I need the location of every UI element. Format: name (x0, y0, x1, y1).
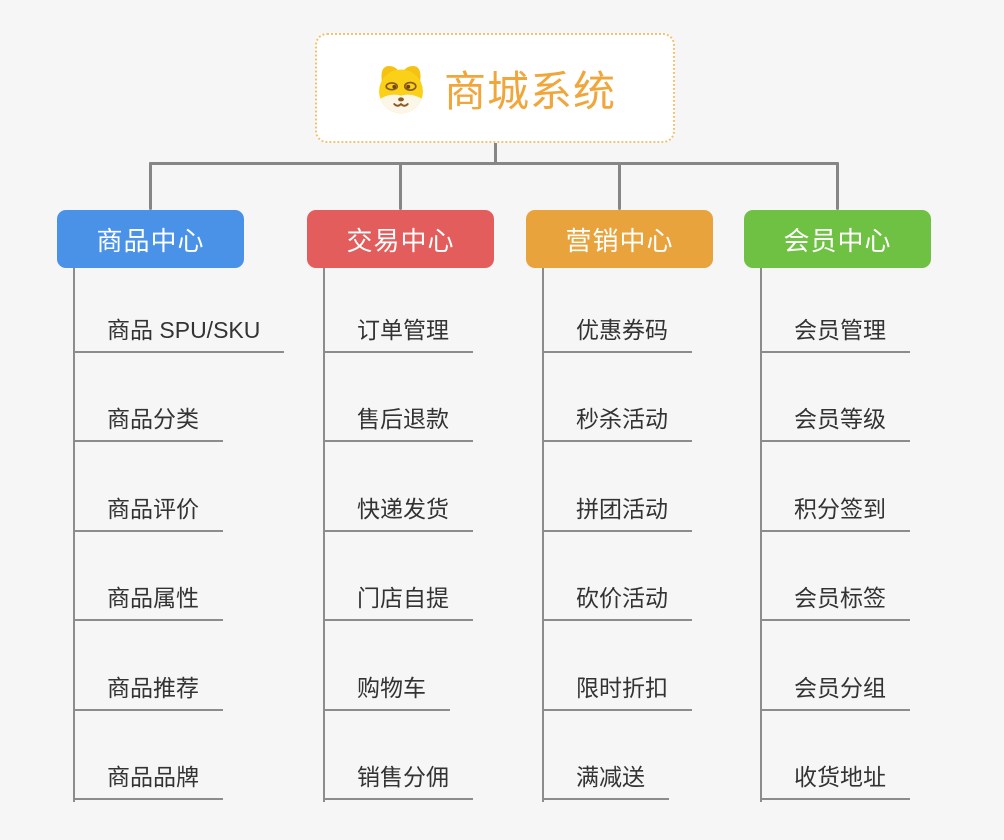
topic-item[interactable]: 会员分组 (760, 666, 910, 711)
branch-node[interactable]: 交易中心 (307, 210, 494, 268)
branch-connector-rail (760, 268, 762, 802)
branch-label: 会员中心 (783, 225, 892, 256)
branch-label: 交易中心 (346, 225, 455, 256)
topic-item[interactable]: 会员管理 (760, 308, 910, 353)
topic-item[interactable]: 商品品牌 (73, 755, 223, 800)
topic-item[interactable]: 销售分佣 (323, 755, 473, 800)
branch-1: 商品中心 商品 SPU/SKU 商品分类商品评价商品属性商品推荐商品品牌 (57, 210, 285, 810)
topic-item[interactable]: 满减送 (542, 755, 669, 800)
topic-item[interactable]: 限时折扣 (542, 666, 692, 711)
topic-item[interactable]: 商品推荐 (73, 666, 223, 711)
topic-item[interactable]: 商品属性 (73, 576, 223, 622)
connector-drop-1 (149, 162, 152, 210)
branch-node[interactable]: 营销中心 (526, 210, 713, 268)
topic-item[interactable]: 订单管理 (323, 308, 473, 353)
topic-item[interactable]: 商品 SPU/SKU (73, 308, 285, 353)
topic-item[interactable]: 售后退款 (323, 397, 473, 443)
branch-node[interactable]: 商品中心 (57, 210, 244, 268)
branch-connector-rail (323, 268, 325, 802)
branch-connector-rail (542, 268, 544, 802)
topic-item[interactable]: 会员标签 (760, 576, 910, 622)
topic-item[interactable]: 优惠券码 (542, 308, 692, 353)
topic-item[interactable]: 拼团活动 (542, 487, 692, 532)
branch-label: 商品中心 (96, 225, 205, 256)
topic-item[interactable]: 商品分类 (73, 397, 223, 443)
branch-label: 营销中心 (565, 225, 674, 256)
connector-bus (149, 162, 839, 165)
root-title: 商城系统 (443, 67, 616, 115)
branch-4: 会员中心 会员管理会员等级积分签到会员标签会员分组收货地址 (744, 210, 931, 810)
connector-root-stub (493, 142, 497, 165)
topic-item[interactable]: 秒杀活动 (542, 397, 692, 443)
branch-2: 交易中心 订单管理售后退款快递发货门店自提购物车销售分佣 (307, 210, 494, 810)
branch-connector-rail (73, 268, 75, 802)
topic-item[interactable]: 快递发货 (323, 487, 473, 532)
connector-drop-2 (399, 162, 402, 210)
branch-node[interactable]: 会员中心 (744, 210, 931, 268)
root-node[interactable]: 商城系统 (315, 33, 675, 143)
topic-item[interactable]: 购物车 (323, 666, 450, 711)
doge-face-icon (374, 61, 428, 115)
connector-drop-3 (618, 162, 621, 210)
topic-item[interactable]: 积分签到 (760, 487, 910, 532)
connector-drop-4 (836, 162, 839, 210)
topic-item[interactable]: 会员等级 (760, 397, 910, 443)
topic-item[interactable]: 收货地址 (760, 755, 910, 800)
branch-3: 营销中心 优惠券码秒杀活动拼团活动砍价活动限时折扣满减送 (526, 210, 713, 810)
topic-item[interactable]: 砍价活动 (542, 576, 692, 622)
topic-item[interactable]: 商品评价 (73, 487, 223, 532)
topic-item[interactable]: 门店自提 (323, 576, 473, 622)
